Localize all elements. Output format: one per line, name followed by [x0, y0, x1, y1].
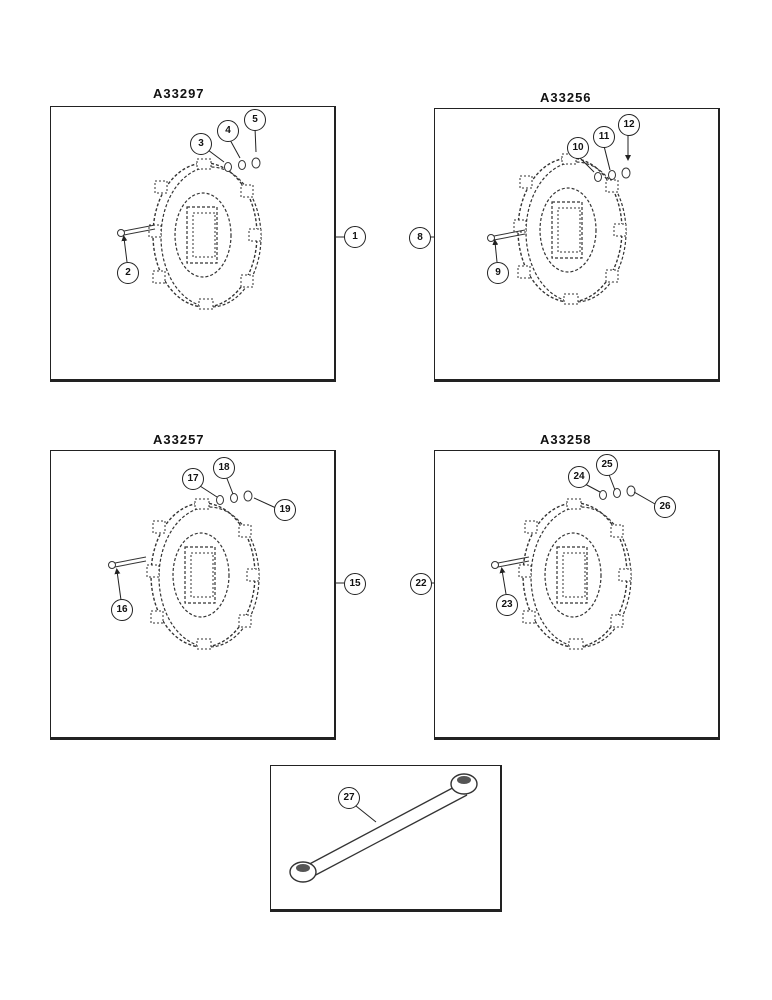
callout-wrench-27: 27: [338, 787, 360, 809]
callout-assembly-1: 1: [344, 226, 366, 248]
callout-hardware-18: 18: [213, 457, 235, 479]
callout-bolt-23: 23: [496, 594, 518, 616]
weight-a33297: [148, 158, 262, 310]
weight-a33258: [518, 498, 632, 650]
callout-hardware-17: 17: [182, 468, 204, 490]
callout-hardware-4: 4: [217, 120, 239, 142]
weight-a33257: [146, 498, 260, 650]
hardware-a33297: [224, 157, 261, 172]
callout-hardware-26: 26: [654, 496, 676, 518]
callout-hardware-11: 11: [593, 126, 615, 148]
hardware-a33257: [216, 490, 253, 505]
callout-hardware-10: 10: [567, 137, 589, 159]
callout-hardware-5: 5: [244, 109, 266, 131]
panel-a33257: [50, 450, 336, 740]
callout-hardware-25: 25: [596, 454, 618, 476]
bolt-a33257: [108, 556, 147, 569]
callout-hardware-24: 24: [568, 466, 590, 488]
callout-bolt-9: 9: [487, 262, 509, 284]
panel-title-a33297: A33297: [153, 86, 205, 101]
callout-bolt-2: 2: [117, 262, 139, 284]
panel-title-a33256: A33256: [540, 90, 592, 105]
panel-title-a33258: A33258: [540, 432, 592, 447]
callout-assembly-15: 15: [344, 573, 366, 595]
callout-hardware-12: 12: [618, 114, 640, 136]
hardware-a33258: [599, 485, 636, 500]
callout-assembly-8: 8: [409, 227, 431, 249]
callout-hardware-3: 3: [190, 133, 212, 155]
hardware-a33256: [594, 167, 631, 182]
wrench: [289, 773, 478, 883]
callout-bolt-16: 16: [111, 599, 133, 621]
panel-title-a33257: A33257: [153, 432, 205, 447]
callout-hardware-19: 19: [274, 499, 296, 521]
callout-assembly-22: 22: [410, 573, 432, 595]
